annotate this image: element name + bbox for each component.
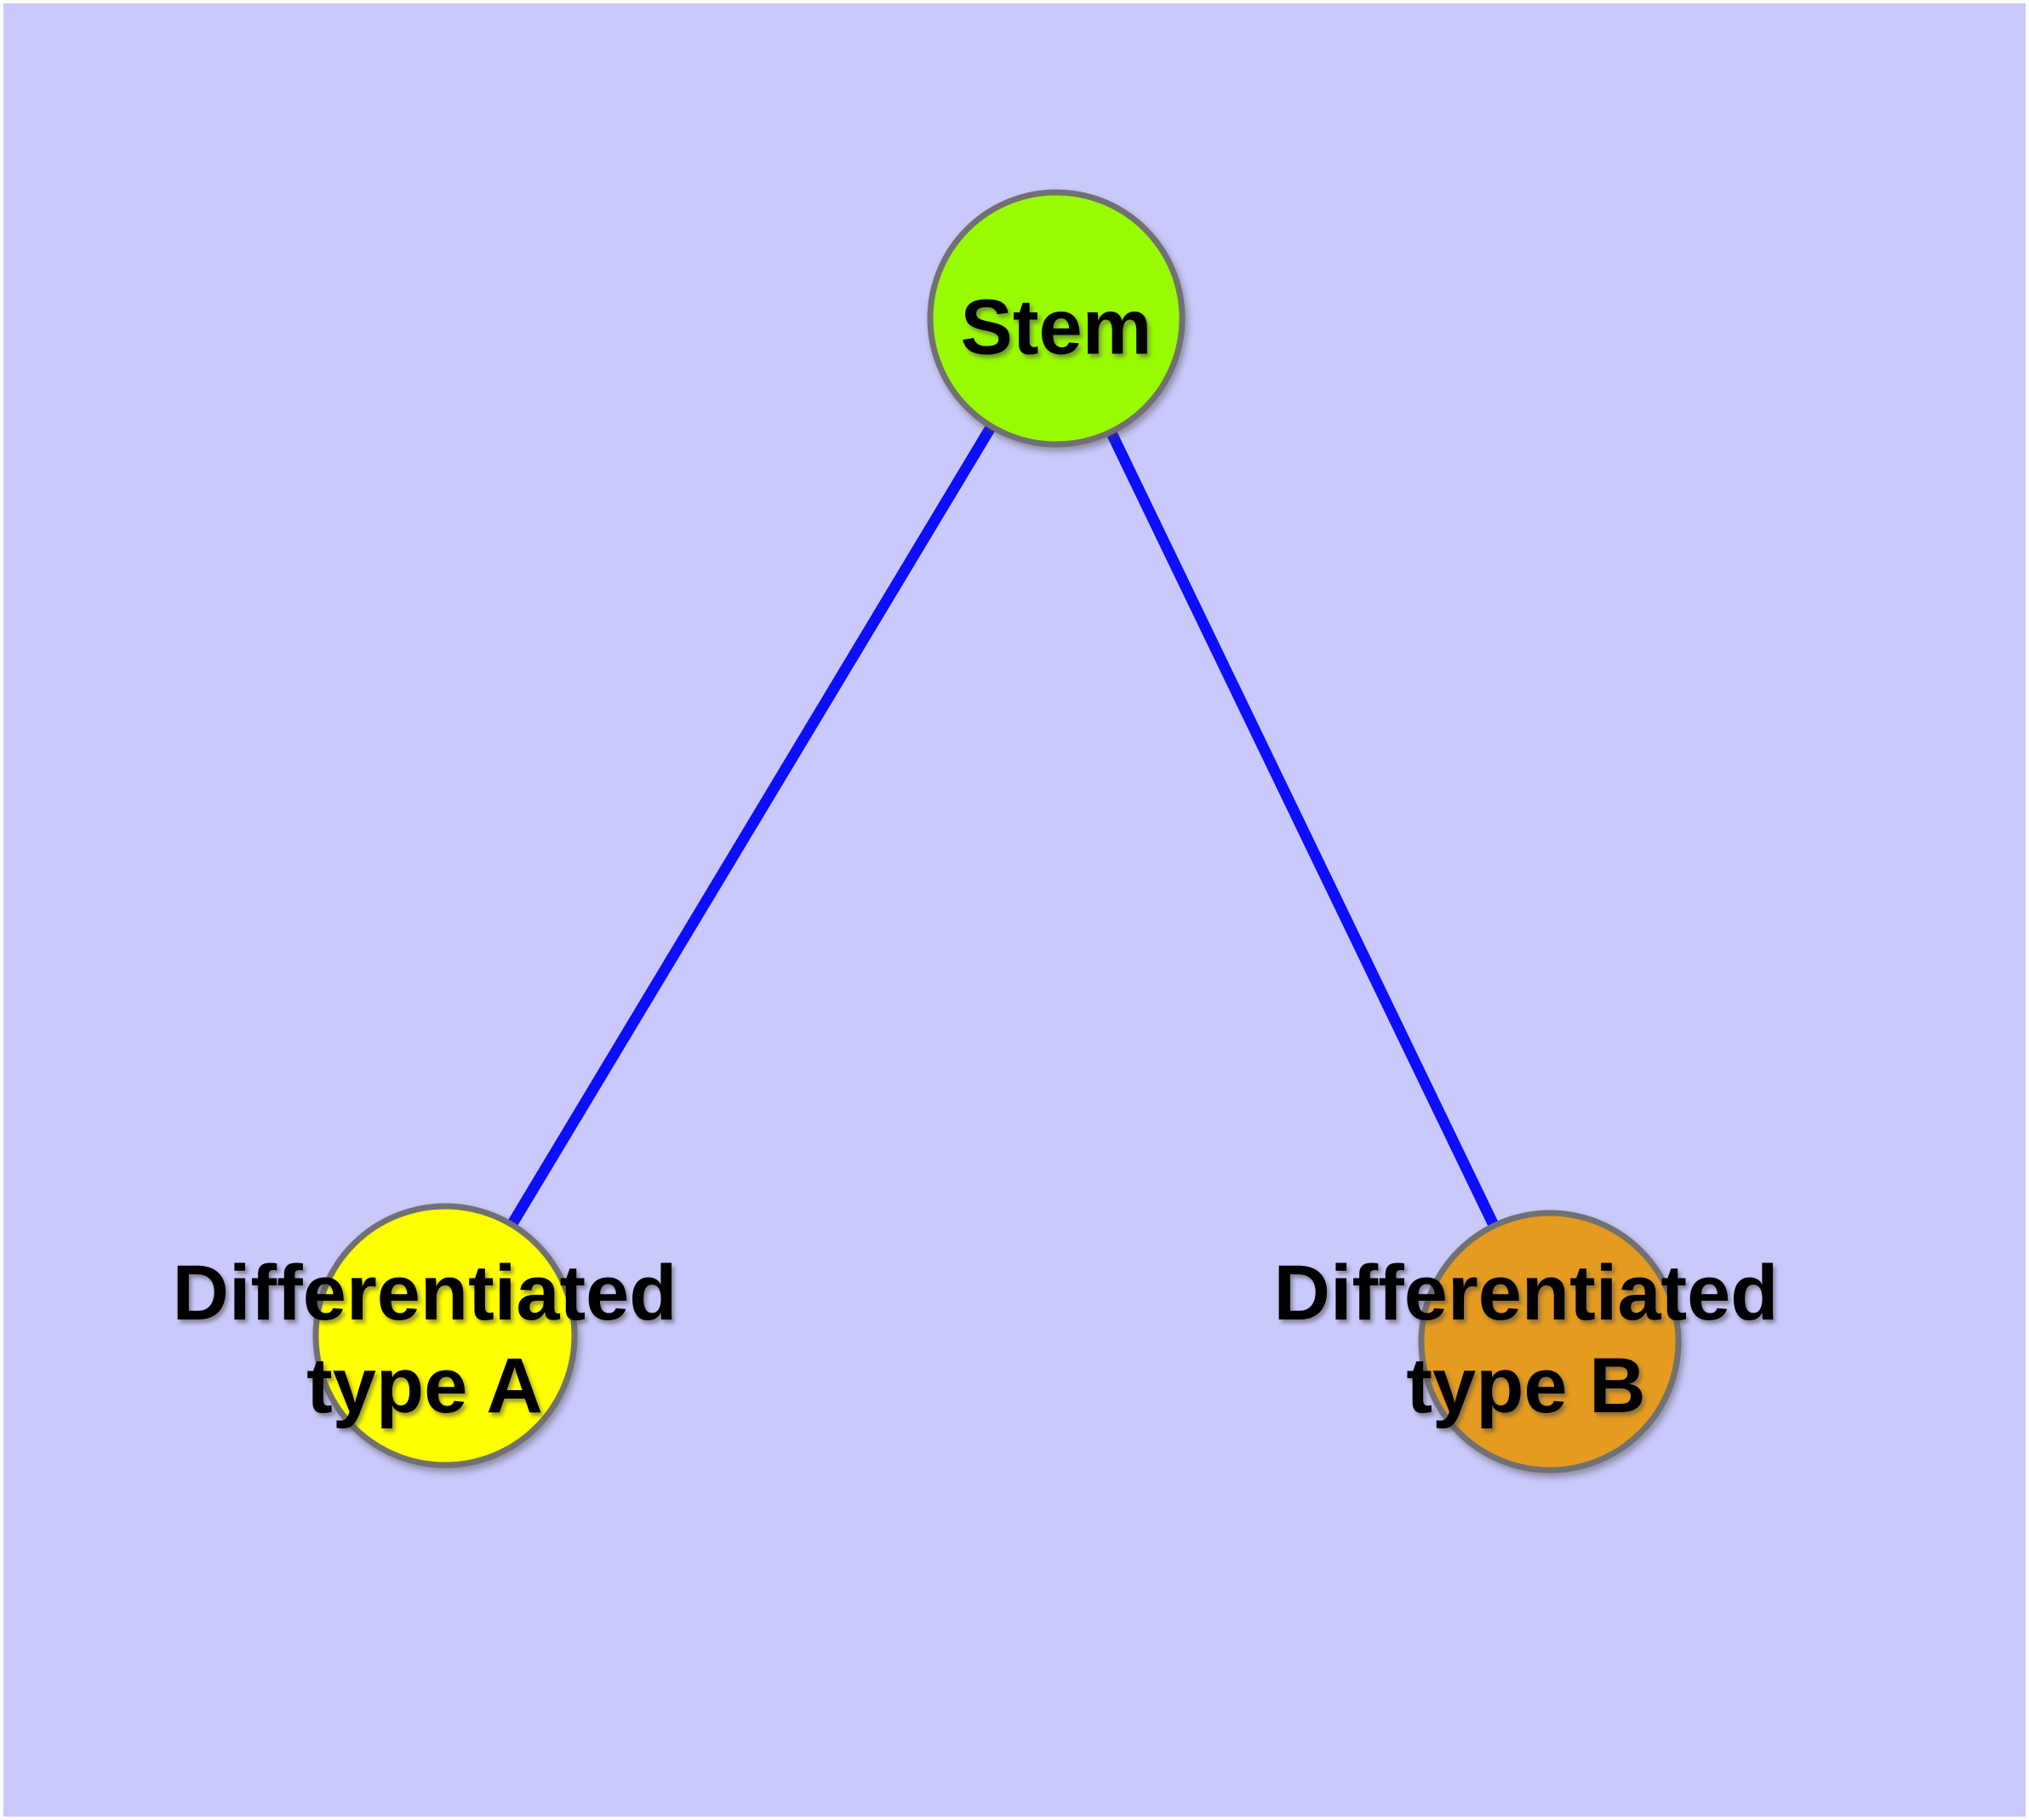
node-layer [312,189,1682,1474]
graph-node-stem [927,189,1186,448]
edge-stem-to-differentiated-type-b [1050,312,1556,1348]
edge-stem-to-differentiated-type-a [439,312,1062,1342]
graph-svg [312,189,1682,1474]
edge-layer [439,312,1556,1348]
graph-node-differentiated-type-a [312,1203,578,1468]
graph-node-differentiated-type-b [1418,1210,1682,1474]
